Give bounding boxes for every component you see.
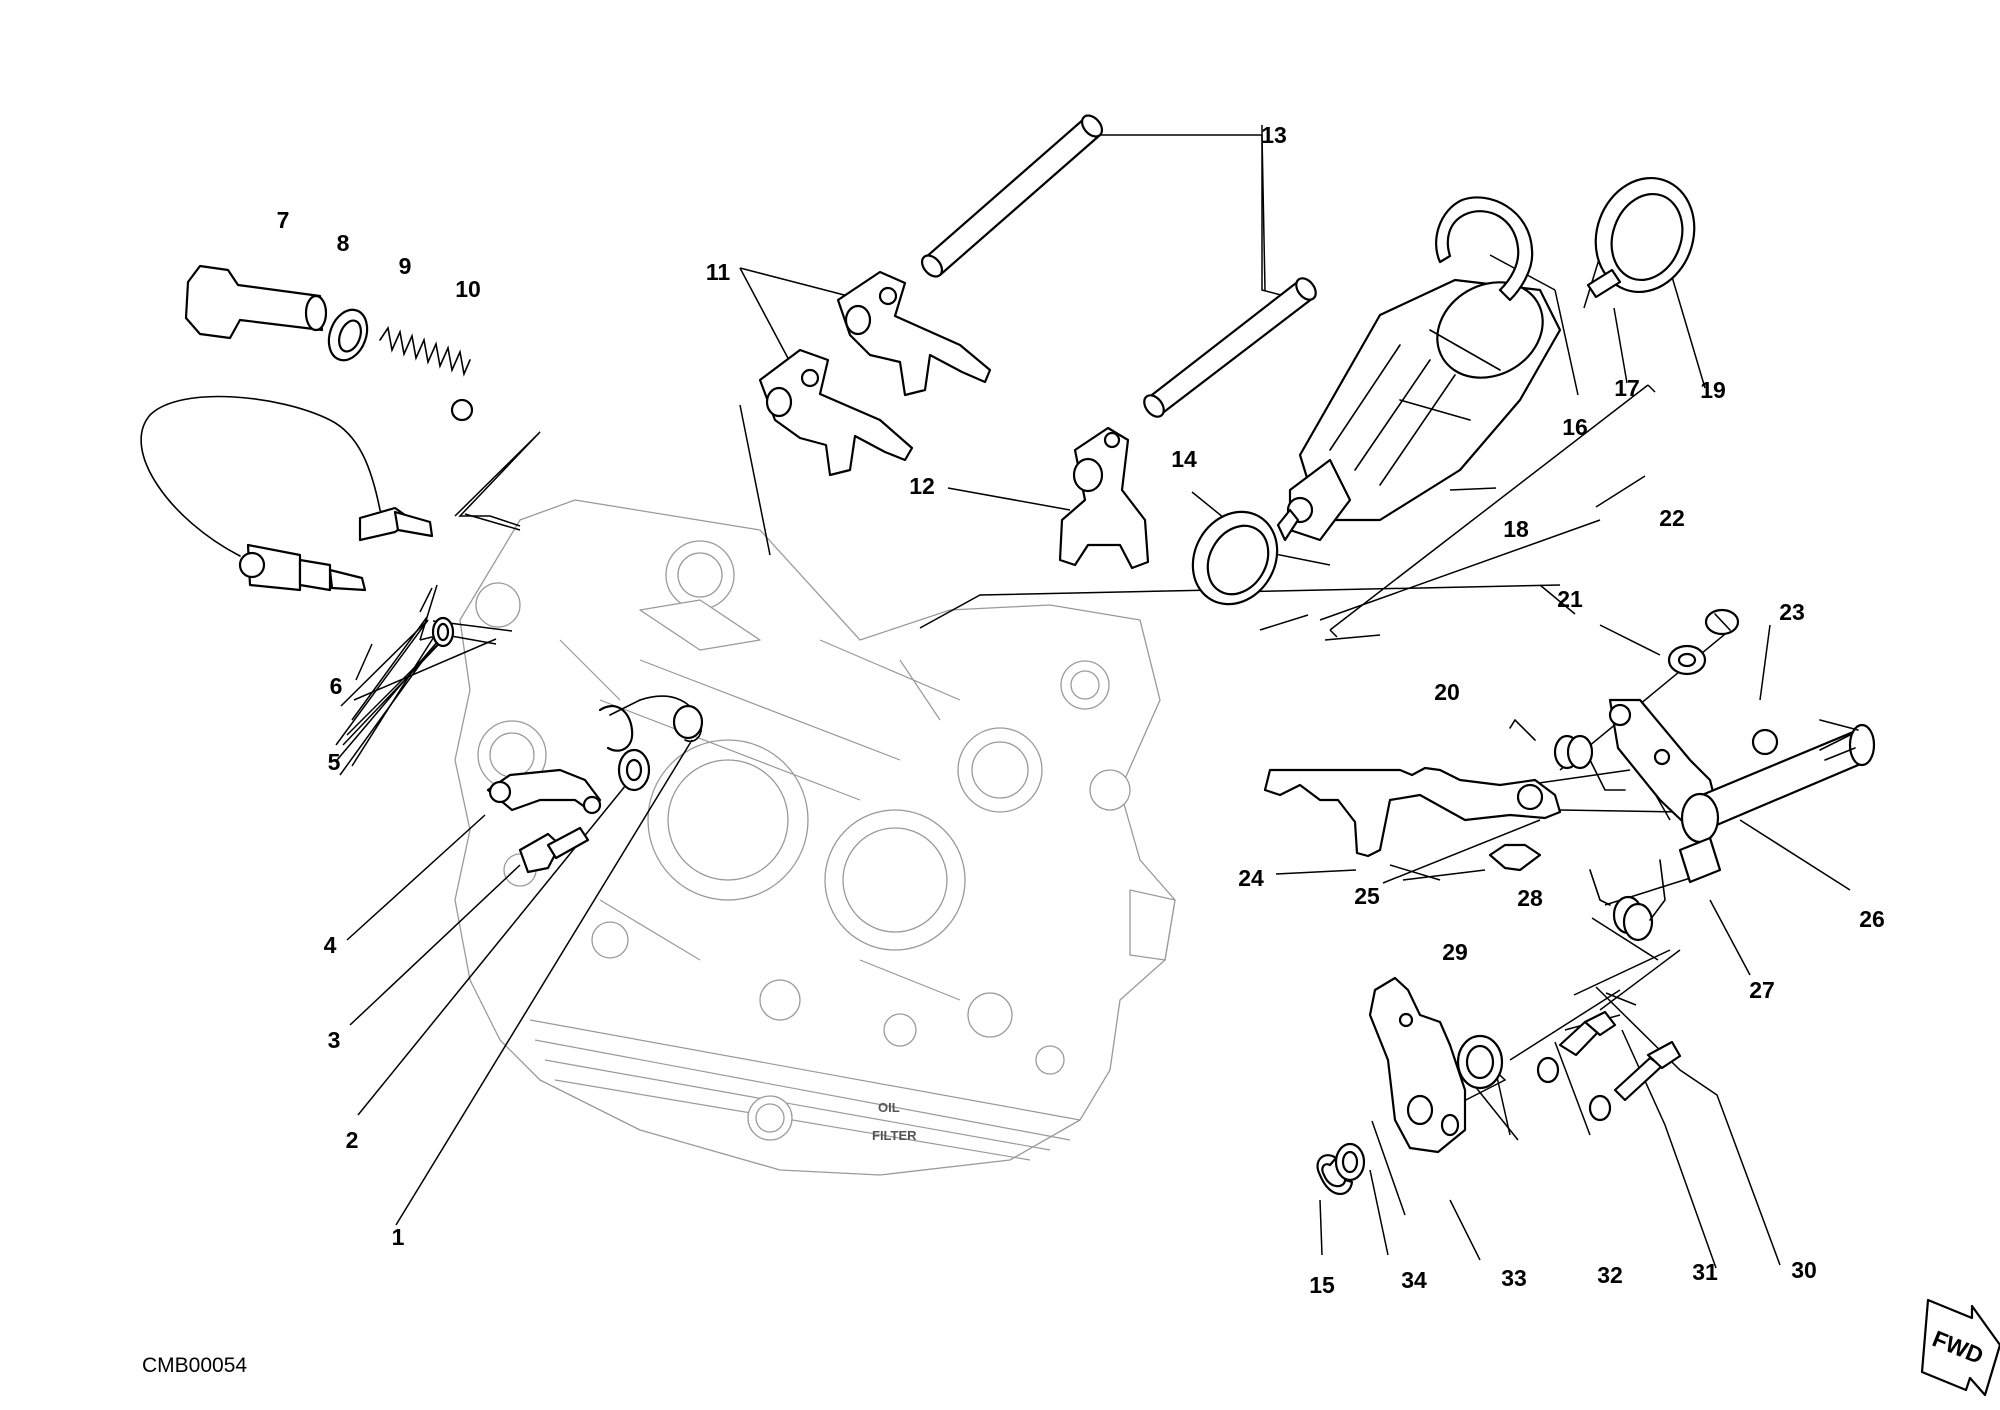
part-12-shift-fork	[1058, 426, 1150, 570]
forward-direction-arrow: FWD	[1920, 1298, 2000, 1397]
part-21-washer	[1667, 644, 1707, 676]
part-14-thrust-washer	[1191, 510, 1279, 606]
part-3-screw	[518, 826, 590, 874]
label-part-25: 25	[1354, 883, 1380, 909]
part-32-bushing	[1456, 1034, 1504, 1090]
label-part-17: 17	[1614, 375, 1640, 401]
label-part-3: 3	[328, 1027, 341, 1053]
label-part-1: 1	[392, 1224, 405, 1250]
label-part-29: 29	[1442, 939, 1468, 965]
part-15-circlip	[1316, 1154, 1354, 1195]
label-part-24: 24	[1238, 865, 1264, 891]
label-part-2: 2	[346, 1127, 359, 1153]
part-10-ball	[450, 398, 474, 422]
part-1-spring	[598, 695, 704, 752]
part-30-bolt	[1613, 1040, 1682, 1102]
label-part-16: 16	[1562, 414, 1588, 440]
crankcase-half: OIL FILTER	[454, 499, 1176, 1176]
part-18-selector-drum	[1276, 278, 1562, 542]
part-5-sealing-washer	[431, 616, 455, 648]
part-34-washer	[1334, 1142, 1366, 1182]
label-part-5: 5	[328, 749, 341, 775]
label-part-27: 27	[1749, 977, 1775, 1003]
label-part-15: 15	[1309, 1272, 1335, 1298]
label-part-4: 4	[324, 932, 337, 958]
label-part-14: 14	[1171, 446, 1197, 472]
part-17-pin	[1586, 268, 1622, 299]
part-11-shift-fork-upper	[836, 270, 992, 397]
label-part-11: 11	[706, 259, 731, 285]
label-part-19: 19	[1700, 377, 1726, 403]
part-22-clip	[1704, 608, 1740, 636]
part-27-spring	[1589, 859, 1666, 942]
part-28-bolt	[1558, 1010, 1617, 1057]
part-13-fork-shaft-lower	[1143, 277, 1317, 418]
part-2-washer	[617, 748, 651, 792]
part-number-labels: 1 2 3 4 5 6 7 8 9 10 11 12 13 14 15 16 1…	[277, 122, 1885, 1298]
part-9-spring	[379, 325, 471, 377]
label-part-13: 13	[1261, 122, 1287, 148]
label-part-20: 20	[1434, 679, 1460, 705]
label-part-10: 10	[455, 276, 481, 302]
part-7-plug	[184, 264, 328, 340]
part-8-washer	[327, 308, 369, 362]
label-part-18: 18	[1503, 516, 1529, 542]
label-part-8: 8	[337, 230, 350, 256]
part-25-bolt	[1488, 843, 1542, 872]
label-part-7: 7	[277, 207, 290, 233]
part-6-neutral-sensor	[140, 395, 434, 592]
label-part-26: 26	[1859, 906, 1885, 932]
label-part-34: 34	[1401, 1267, 1427, 1293]
label-part-23: 23	[1779, 599, 1805, 625]
part-26-gearchange-shaft	[1608, 698, 1876, 884]
part-29-washer	[1536, 1056, 1560, 1084]
part-13-fork-shaft-upper	[920, 114, 1104, 278]
label-part-31: 31	[1692, 1259, 1718, 1285]
part-23-nut	[1751, 728, 1779, 756]
oil-marking: OIL	[878, 1100, 900, 1115]
label-part-32: 32	[1597, 1262, 1623, 1288]
label-part-9: 9	[399, 253, 412, 279]
part-31-washer	[1588, 1094, 1612, 1122]
part-33-lever	[1368, 976, 1467, 1154]
label-part-6: 6	[330, 673, 343, 699]
label-part-21: 21	[1557, 586, 1583, 612]
part-4-clip	[486, 768, 602, 815]
label-part-12: 12	[909, 473, 935, 499]
part-19-washer	[1594, 176, 1696, 294]
part-20-spring	[1509, 718, 1626, 791]
label-part-28: 28	[1517, 885, 1543, 911]
part-11-shift-fork-lower	[758, 348, 914, 477]
part-18-bracket-line	[1329, 384, 1656, 638]
label-part-33: 33	[1501, 1265, 1527, 1291]
filter-marking: FILTER	[872, 1128, 917, 1143]
label-part-30: 30	[1791, 1257, 1817, 1283]
label-part-22: 22	[1659, 505, 1685, 531]
part-16-circlip	[1435, 196, 1534, 302]
part-24-selector-pawl	[1263, 766, 1562, 858]
drawing-code: CMB00054	[142, 1354, 247, 1377]
